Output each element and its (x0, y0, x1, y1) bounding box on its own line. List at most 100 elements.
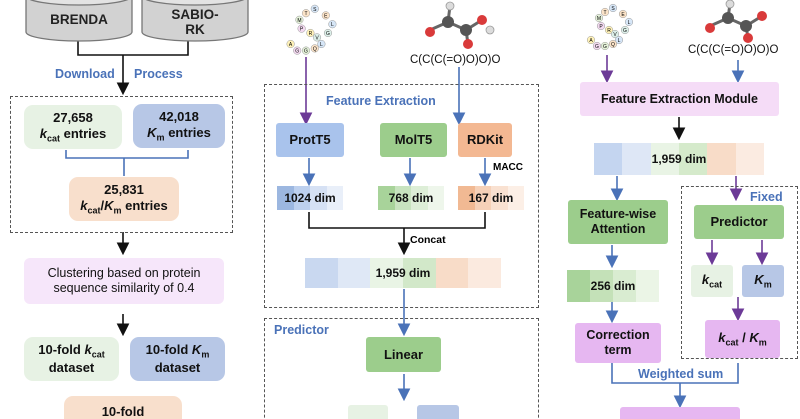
feature-module-box: Feature Extraction Module (580, 82, 779, 116)
concat-dim-label: 1,959 dim (375, 266, 431, 280)
residue-letter: M (297, 18, 301, 24)
residue-letter: L (320, 42, 323, 48)
prott5-box: ProtT5 (276, 123, 344, 157)
residue-letter: G (623, 28, 627, 34)
fold-kcat-line2: dataset (48, 360, 95, 376)
clustering-box: Clustering based on protein sequence sim… (24, 258, 224, 304)
residue-letter: L (628, 20, 631, 26)
residue-bead: A (286, 39, 295, 49)
residue-bead: V (312, 33, 322, 42)
residue-bead: G (600, 41, 610, 51)
kcat-count: 27,658 (53, 110, 93, 125)
residue-letter: V (315, 35, 319, 41)
bracket-line (65, 150, 189, 159)
fixed-predictor-group (681, 186, 798, 359)
residue-bead: S (310, 4, 319, 13)
prot-dim-bar: 1024 dim (277, 186, 343, 210)
ratio-output-box: kcat / Km (705, 320, 780, 358)
residue-bead: T (301, 9, 311, 18)
fold-km-box: 10-fold Km dataset (130, 337, 225, 381)
km-count: 42,018 (159, 109, 199, 124)
residue-bead: V (610, 29, 620, 39)
concat-dim-bar: 1,959 dim (305, 258, 502, 288)
brenda-cylinder (25, 0, 133, 42)
ratio-entries-label: kcat/Km entries (80, 197, 168, 216)
residue-bead: L (624, 17, 634, 27)
residue-letter: M (597, 16, 601, 22)
residue-letter: G (295, 49, 299, 55)
km-entries-box: 42,018 Km entries (133, 104, 225, 148)
ratio-entries-box: 25,831 kcat/Km entries (69, 177, 179, 221)
residue-letter: S (611, 6, 615, 12)
ratio-count: 25,831 (104, 182, 144, 197)
weighted-sum-bracket (611, 363, 739, 384)
km-output-label: Km (754, 271, 772, 290)
residue-letter: G (603, 44, 607, 50)
residue-bead: R (604, 25, 614, 35)
dim-256-label: 256 dim (590, 279, 636, 293)
mol-dim-label: 768 dim (388, 191, 434, 205)
attention-box: Feature-wise Attention (568, 200, 668, 244)
fixed-label: Fixed (750, 190, 783, 204)
concat-label: Concat (410, 234, 446, 246)
residue-bead: M (594, 13, 604, 23)
feature-extraction-label: Feature Extraction (326, 94, 436, 108)
molecule-icon (425, 1, 495, 49)
fold-ratio-box: 10-fold (64, 396, 182, 419)
residue-bead: G (620, 25, 630, 35)
output-km-box (417, 405, 459, 419)
residue-letter: S (313, 7, 317, 13)
residue-bead: G (301, 46, 311, 55)
residue-bead: P (596, 21, 606, 31)
molt5-box: MolT5 (380, 123, 447, 157)
km-entries-label: Km entries (147, 124, 211, 143)
residue-letter: L (618, 38, 621, 44)
residue-letter: G (595, 44, 599, 50)
sabio-label: SABIO- RK (171, 7, 219, 37)
residue-bead: Q (608, 39, 618, 49)
linear-box: Linear (366, 337, 441, 372)
concat-bracket (308, 212, 486, 229)
maccs-label: MACC (493, 162, 523, 173)
residue-letter: Q (611, 42, 615, 48)
feature-extraction-group (264, 84, 539, 308)
mol-dim-bar: 768 dim (378, 186, 444, 210)
residue-bead: G (323, 28, 333, 38)
kcat-entries-box: 27,658 kcat entries (24, 105, 122, 149)
fold-kcat-line1: 10-fold kcat (38, 342, 105, 360)
weighted-sum-label: Weighted sum (638, 367, 724, 381)
rd-dim-label: 167 dim (468, 191, 514, 205)
residue-bead: S (608, 3, 618, 13)
fold-kcat-box: 10-fold kcat dataset (24, 337, 119, 381)
residue-letter: P (599, 24, 603, 30)
fold-km-line2: dataset (154, 360, 201, 376)
residue-letter: Q (313, 46, 317, 52)
fold-ratio-label: 10-fold (101, 404, 145, 419)
feature-dim-label: 1,959 dim (651, 152, 707, 166)
residue-bead: R (306, 28, 315, 38)
kcat-entries-label: kcat entries (39, 125, 107, 144)
smiles-label: C(C(C(=O)O)O)O (410, 54, 501, 66)
molecule-icon-2 (705, 0, 767, 43)
database-cylinders (25, 0, 249, 42)
fold-km-line1: 10-fold Km (145, 342, 210, 360)
residue-bead: M (295, 15, 304, 24)
brenda-label: BRENDA (50, 12, 108, 27)
residue-letter: T (603, 10, 606, 16)
residue-letter: V (613, 32, 617, 38)
rd-dim-bar: 167 dim (458, 186, 524, 210)
predictor-box: Predictor (694, 205, 784, 239)
residue-bead: E (618, 9, 628, 19)
residue-letter: L (331, 22, 334, 28)
residue-bead: T (600, 7, 610, 17)
prot-dim-label: 1024 dim (284, 191, 336, 205)
output-kcat-box (348, 405, 388, 419)
entries-group (10, 96, 233, 233)
kcat-output-label: kcat (701, 271, 723, 290)
final-output-box (620, 407, 740, 419)
residue-bead: G (592, 41, 602, 51)
residue-bead: Q (310, 44, 319, 53)
